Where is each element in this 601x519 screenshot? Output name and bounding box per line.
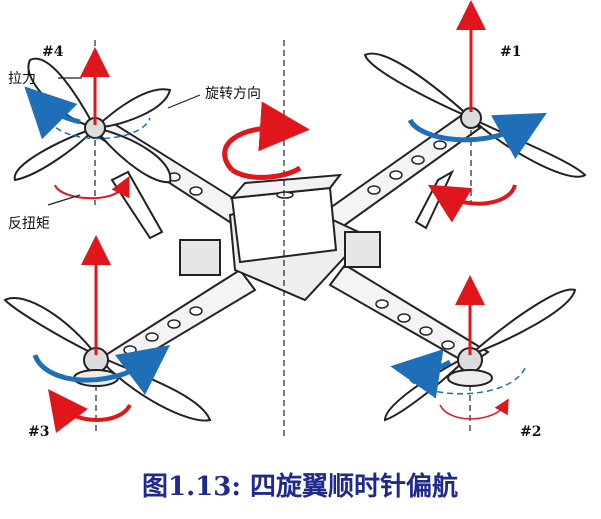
label-rotor-2: #2 [520,424,541,440]
label-rotor-1: #1 [500,44,521,60]
torque-arrow-4 [54,176,130,200]
thrust-arrows [80,0,486,355]
yaw-arrow [222,101,310,172]
rotation-arrow-1 [407,112,547,159]
torque-arrow-3 [47,389,132,434]
rotation-arrows [24,86,547,399]
side-block-right [344,231,381,268]
propeller-4 [13,57,172,184]
label-rotor-4: #4 [42,44,64,60]
figure-caption: 图1.13: 四旋翼顺时针偏航 [142,471,458,502]
electronics-box [229,173,343,264]
rotation-arrow-2 [390,349,452,399]
landing-leg-left [110,170,164,240]
yaw-arc-tail [230,165,302,180]
label-thrust: 拉力 [8,71,36,87]
torque-arrow-2 [439,398,509,420]
torque-arrow-1 [427,184,517,223]
propeller-1 [363,52,587,178]
leader-lines [47,77,201,206]
rotation-arrow-4 [24,86,81,140]
label-rotation-direction: 旋转方向 [205,86,261,102]
landing-leg-right [414,169,455,230]
label-reaction-torque: 反扭矩 [8,216,50,232]
torque-arrows [47,176,517,434]
side-block-left [179,239,221,276]
rotation-arrow-3 [32,345,171,395]
label-rotor-3: #3 [28,424,49,440]
